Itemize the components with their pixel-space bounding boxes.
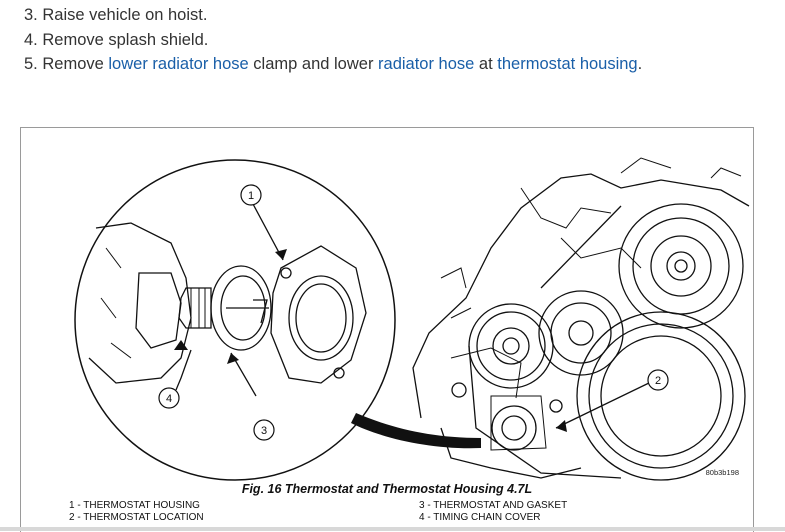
step-5: 5. Remove lower radiator hose clamp and … <box>24 52 642 77</box>
step-text: Remove <box>42 55 109 73</box>
thermostat-figure: 1 2 3 4 80b3b198 Fig. 16 Thermostat and … <box>20 127 754 532</box>
thermostat-housing-link[interactable]: thermostat housing <box>497 55 638 73</box>
instruction-steps: 3. Raise vehicle on hoist. 4. Remove spl… <box>24 3 642 77</box>
step-text: Raise vehicle on hoist. <box>42 6 208 24</box>
legend-item: 3 - THERMOSTAT AND GASKET <box>419 500 568 511</box>
legend-item: 4 - TIMING CHAIN COVER <box>419 512 541 523</box>
callout-label: 3 <box>261 425 267 437</box>
callout-label: 4 <box>166 393 172 405</box>
figure-code: 80b3b198 <box>705 468 739 477</box>
step-4: 4. Remove splash shield. <box>24 28 642 53</box>
callout-4 <box>158 387 180 409</box>
lower-radiator-hose-link[interactable]: lower radiator hose <box>108 55 249 73</box>
step-number: 3. <box>24 6 38 24</box>
legend-item: 1 - THERMOSTAT HOUSING <box>69 500 200 511</box>
legend-left: 1 - THERMOSTAT HOUSING 2 - THERMOSTAT LO… <box>69 500 204 524</box>
bottom-scroll-area <box>0 527 785 531</box>
legend-item: 2 - THERMOSTAT LOCATION <box>69 512 204 523</box>
step-text: clamp and lower <box>248 55 379 73</box>
step-3: 3. Raise vehicle on hoist. <box>24 3 642 28</box>
step-number: 5. <box>24 55 38 73</box>
legend-right: 3 - THERMOSTAT AND GASKET 4 - TIMING CHA… <box>419 500 567 524</box>
callout-3 <box>253 419 275 441</box>
step-text: . <box>637 55 643 73</box>
callout-2 <box>647 369 669 391</box>
step-text: Remove splash shield. <box>42 30 209 49</box>
callout-1 <box>240 184 262 206</box>
step-text: at <box>474 55 498 73</box>
callout-label: 1 <box>248 190 254 202</box>
callout-label: 2 <box>655 375 661 387</box>
radiator-hose-link[interactable]: radiator hose <box>378 55 475 73</box>
step-number: 4. <box>24 30 38 49</box>
figure-caption: Fig. 16 Thermostat and Thermostat Housin… <box>241 482 533 496</box>
thermostat-diagram: 1 2 3 4 <box>74 157 750 481</box>
